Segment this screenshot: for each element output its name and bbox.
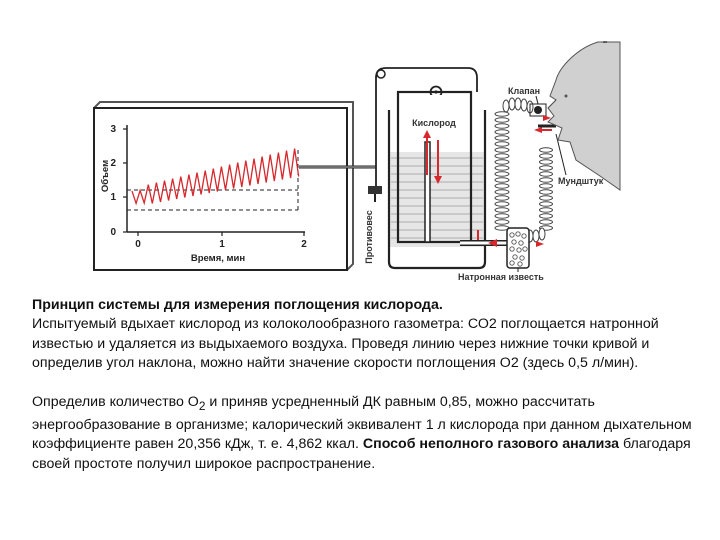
oxygen-bell <box>396 90 473 244</box>
y-axis-label: Объем <box>100 160 111 192</box>
y-tick-label: 2 <box>110 158 116 169</box>
soda-lime-label: Натронная известь <box>458 272 544 282</box>
oxygen-measurement-diagram: 0 1 2 3 0 1 2 Объем Время, мин Противове… <box>93 41 621 282</box>
caption-title: Принцип системы для измерения поглощения… <box>32 297 443 313</box>
x-tick-marks <box>137 232 305 236</box>
eye-icon <box>564 94 568 98</box>
valve-leader <box>535 95 539 105</box>
caption: Принцип системы для измерения поглощения… <box>32 296 692 474</box>
y-tick-marks <box>123 128 127 233</box>
valve <box>534 106 542 114</box>
counterweight-block <box>368 186 382 194</box>
caption-paragraph-2: Определив количество О2 и приняв усредне… <box>32 393 692 474</box>
corrugated-hose-bottom <box>526 227 546 243</box>
flow-arrow-head <box>423 130 431 138</box>
spirogram-trace <box>131 148 300 206</box>
p2-bold-phrase: Способ неполного газового анализа <box>362 436 620 453</box>
chart-frame <box>93 107 348 271</box>
chart-frame-shadow <box>93 101 354 271</box>
mouthpiece-leader <box>555 133 567 176</box>
corrugated-hose-top <box>502 97 534 114</box>
oxygen-bell-interior <box>401 95 468 151</box>
y-tick-label: 3 <box>110 124 116 135</box>
soda-lime-granules <box>509 231 528 267</box>
flow-arrow-head <box>434 176 442 184</box>
y-tick-label: 1 <box>110 192 116 203</box>
mouthpiece-label: Мундштук <box>558 176 604 186</box>
flow-arrow <box>536 241 544 247</box>
nose-outline <box>547 99 557 109</box>
flow-arrow <box>488 239 497 247</box>
valve-label: Клапан <box>508 86 540 96</box>
flow-arrow <box>534 127 542 133</box>
head-profile <box>547 41 621 191</box>
flow-arrow <box>543 115 551 121</box>
oxygen-label: Кислород <box>412 118 456 128</box>
counterweight-label: Противовес <box>364 210 374 263</box>
spirometer-tank <box>387 110 487 270</box>
x-tick-label: 2 <box>301 239 307 250</box>
caption-paragraph-1: Испытуемый вдыхает кислород из колоколоо… <box>32 316 659 372</box>
p2-text-b: и приняв усредненный ДК равным 0,85, мож… <box>32 393 692 453</box>
x-tick-label: 0 <box>135 239 141 250</box>
x-axis-label: Время, мин <box>191 253 246 264</box>
y-tick-label: 0 <box>110 227 116 238</box>
p2-text-c: благодаря своей простоте получил широкое… <box>32 436 691 472</box>
x-tick-label: 1 <box>219 239 225 250</box>
corrugated-hose-right <box>539 147 553 231</box>
p2-text-a: Определив количество О <box>32 393 199 410</box>
corrugated-hose-left <box>494 111 510 231</box>
p2-subscript: 2 <box>198 398 206 413</box>
pulley <box>376 69 386 79</box>
